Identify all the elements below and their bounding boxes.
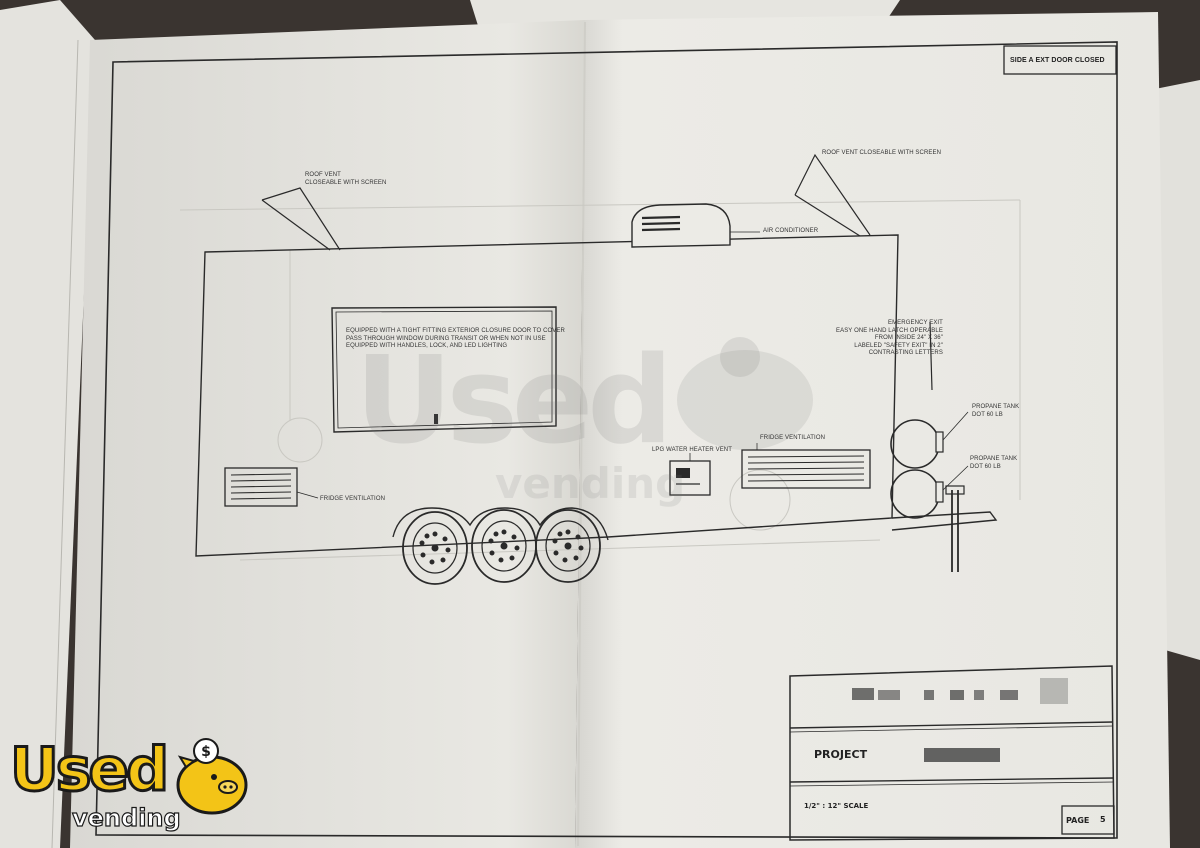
emergency-exit-label: EMERGENCY EXIT EASY ONE HAND LATCH OPERA… <box>836 320 943 356</box>
fridge-ventilation-right-label: FRIDGE VENTILATION <box>760 435 826 441</box>
side-title-box <box>1003 45 1117 75</box>
lpg-water-heater-vent-label: LPG WATER HEATER VENT <box>652 447 732 453</box>
wheel-1 <box>402 511 468 585</box>
scale-label: 1/2" : 12" SCALE <box>804 802 869 810</box>
lpg-water-heater-vent <box>669 453 711 496</box>
wheel-3 <box>535 509 601 583</box>
watermark-vending: vending <box>495 459 686 508</box>
wheel-fender <box>392 507 609 541</box>
binder-edge <box>51 39 79 848</box>
project-label: PROJECT <box>814 748 868 761</box>
side-title: SIDE A EXT DOOR CLOSED <box>1010 57 1105 64</box>
roof-vent-right-leader <box>794 153 871 236</box>
page-label: PAGE <box>1066 816 1090 825</box>
bleed-through-lines <box>179 199 1021 561</box>
redacted-text <box>852 678 1068 762</box>
wheel-2 <box>471 509 537 583</box>
propane-tank-1 <box>890 411 969 469</box>
left-page <box>70 20 585 848</box>
roof-vent-left-leader <box>261 187 341 251</box>
air-conditioner <box>631 203 760 248</box>
used-vending-logo: Used vending $ <box>8 735 253 840</box>
fridge-ventilation-right <box>741 443 871 489</box>
trailer-body <box>195 234 899 557</box>
drawing-border <box>95 41 1118 839</box>
fridge-ventilation-left-label: FRIDGE VENTILATION <box>320 496 386 502</box>
roof-vent-left-label: ROOF VENT CLOSEABLE WITH SCREEN <box>305 172 387 186</box>
trailer-tongue <box>891 485 998 572</box>
dollar-badge: $ <box>201 744 211 760</box>
window-note-label: EQUIPPED WITH A TIGHT FITTING EXTERIOR C… <box>346 328 565 349</box>
fridge-ventilation-left <box>224 467 319 507</box>
watermark-pig-icon <box>677 337 813 450</box>
propane-tank-1-label: PROPANE TANK DOT 60 LB <box>972 404 1020 418</box>
page-fold <box>577 21 586 847</box>
air-conditioner-label: AIR CONDITIONER <box>763 228 819 234</box>
title-block <box>789 665 1115 841</box>
service-window <box>331 306 557 433</box>
watermark-used: Used <box>355 332 673 471</box>
roof-vent-right-leader-2 <box>794 194 861 237</box>
logo-word-vending: vending <box>71 804 181 832</box>
binder-cover <box>0 0 95 848</box>
logo-word-used: Used <box>8 735 170 805</box>
roof-vent-left-leader-2 <box>261 199 331 251</box>
page-number: 5 <box>1100 815 1106 824</box>
emergency-exit-leader <box>929 321 933 391</box>
pig-mascot-icon: $ <box>176 738 248 815</box>
propane-tank-2-label: PROPANE TANK DOT 60 LB <box>970 456 1018 470</box>
roof-vent-right-label: ROOF VENT CLOSEABLE WITH SCREEN <box>822 150 942 156</box>
